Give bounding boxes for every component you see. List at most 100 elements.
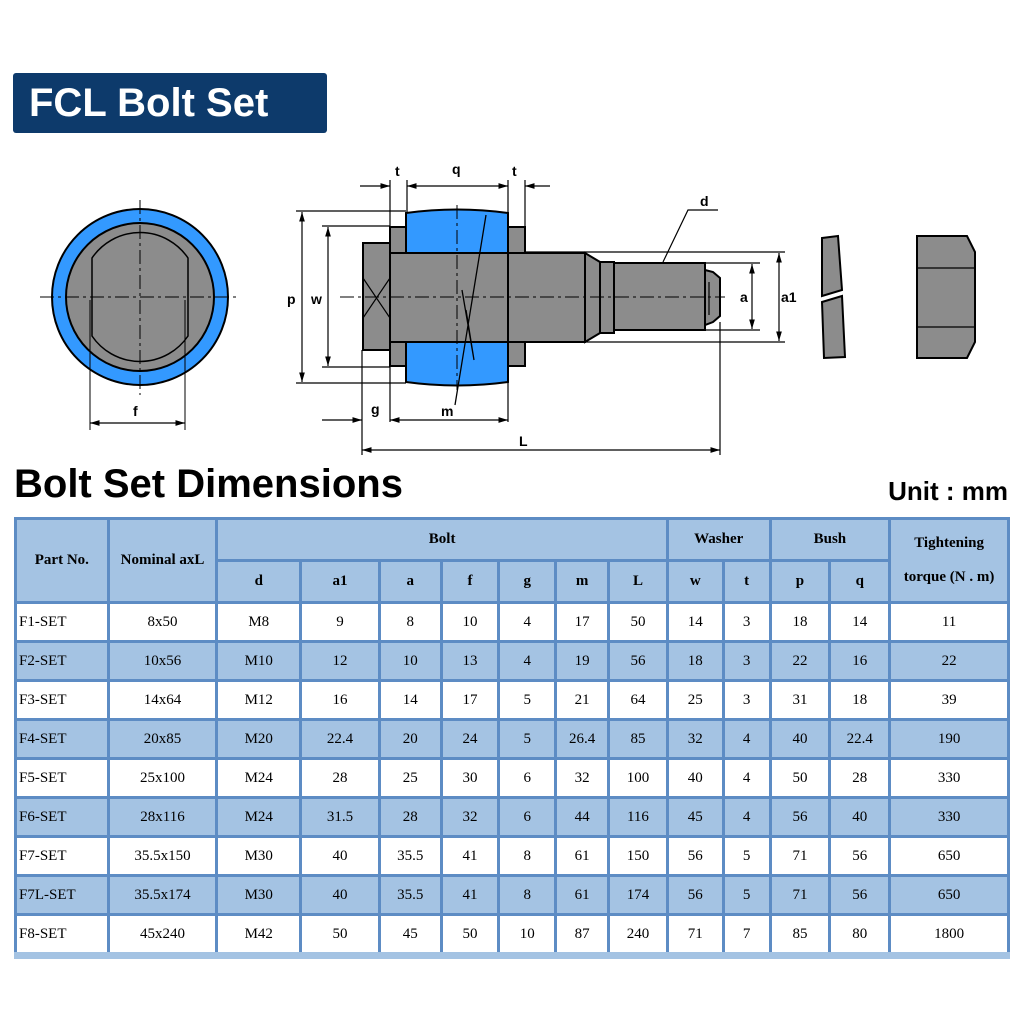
table-cell: 4: [497, 640, 558, 682]
table-cell: 190: [888, 718, 1010, 760]
subheader-g: g: [497, 559, 558, 604]
table-cell: 4: [721, 757, 772, 799]
table-cell: 17: [439, 679, 501, 721]
table-cell: 6: [497, 796, 558, 838]
table-cell: 56: [665, 874, 725, 916]
header-part-no: Part No.: [14, 517, 110, 604]
table-cell: 1800: [888, 913, 1010, 957]
label-p: p: [287, 291, 296, 307]
table-cell: 25: [377, 757, 443, 799]
dimensions-table: Part No. Nominal axL Bolt Washer Bush Ti…: [14, 517, 1010, 959]
table-cell: 28: [377, 796, 443, 838]
table-cell: 32: [665, 718, 725, 760]
part-number-cell: F4-SET: [14, 718, 110, 760]
subheader-t: t: [721, 559, 772, 604]
table-cell: 56: [828, 874, 892, 916]
table-cell: 8: [377, 601, 443, 643]
table-cell: 87: [554, 913, 611, 957]
table-cell: 18: [828, 679, 892, 721]
header-washer: Washer: [665, 517, 772, 562]
table-cell: 22: [888, 640, 1010, 682]
header-bush: Bush: [768, 517, 892, 562]
table-cell: 17: [554, 601, 611, 643]
table-cell: 35.5: [377, 874, 443, 916]
subheader-q: q: [828, 559, 892, 604]
table-cell: M42: [215, 913, 303, 957]
table-cell: 10x56: [106, 640, 219, 682]
table-cell: 8x50: [106, 601, 219, 643]
table-cell: 3: [721, 601, 772, 643]
spring-washer-view: [820, 234, 847, 360]
table-cell: 14: [377, 679, 443, 721]
header-nominal: Nominal axL: [106, 517, 219, 604]
table-cell: 32: [439, 796, 501, 838]
table-cell: 21: [554, 679, 611, 721]
table-cell: 71: [768, 835, 832, 877]
table-cell: 14: [828, 601, 892, 643]
table-cell: 50: [439, 913, 501, 957]
table-cell: 18: [665, 640, 725, 682]
table-cell: 3: [721, 679, 772, 721]
table-cell: 150: [607, 835, 669, 877]
table-cell: 30: [439, 757, 501, 799]
table-cell: 26.4: [554, 718, 611, 760]
subheader-a: a: [377, 559, 443, 604]
part-number-cell: F8-SET: [14, 913, 110, 957]
table-cell: 35.5: [377, 835, 443, 877]
subheader-m: m: [554, 559, 611, 604]
table-cell: 28: [299, 757, 381, 799]
table-cell: 240: [607, 913, 669, 957]
part-number-cell: F5-SET: [14, 757, 110, 799]
table-cell: 45: [377, 913, 443, 957]
table-cell: 50: [607, 601, 669, 643]
table-cell: 9: [299, 601, 381, 643]
subheader-f: f: [439, 559, 501, 604]
end-view: [40, 200, 240, 430]
table-cell: M24: [215, 796, 303, 838]
label-a: a: [740, 289, 748, 305]
header-torque-line2: torque (N . m): [903, 569, 995, 585]
table-cell: 20: [377, 718, 443, 760]
table-cell: M30: [215, 874, 303, 916]
table-cell: 4: [721, 718, 772, 760]
label-t-left: t: [395, 163, 400, 179]
table-cell: 45: [665, 796, 725, 838]
table-cell: 650: [888, 835, 1010, 877]
table-cell: 85: [607, 718, 669, 760]
table-cell: 32: [554, 757, 611, 799]
table-cell: 3: [721, 640, 772, 682]
table-cell: 8: [497, 874, 558, 916]
table-cell: 50: [299, 913, 381, 957]
header-torque-line1: Tightening: [914, 535, 984, 551]
dimension-lines: [296, 180, 785, 455]
table-cell: 25x100: [106, 757, 219, 799]
label-q: q: [452, 161, 461, 177]
table-cell: 64: [607, 679, 669, 721]
label-a1: a1: [781, 289, 797, 305]
table-cell: M24: [215, 757, 303, 799]
table-cell: 14x64: [106, 679, 219, 721]
table-cell: 174: [607, 874, 669, 916]
table-cell: 7: [721, 913, 772, 957]
table-cell: 40: [768, 718, 832, 760]
table-cell: 56: [665, 835, 725, 877]
table-cell: 16: [828, 640, 892, 682]
label-w: w: [310, 291, 322, 307]
table-cell: 22.4: [828, 718, 892, 760]
table-cell: 28: [828, 757, 892, 799]
table-cell: 5: [721, 874, 772, 916]
subheader-L: L: [607, 559, 669, 604]
header-torque: Tightening torque (N . m): [888, 517, 1010, 604]
table-cell: 24: [439, 718, 501, 760]
table-cell: 71: [665, 913, 725, 957]
table-cell: M10: [215, 640, 303, 682]
subheader-d: d: [215, 559, 303, 604]
table-cell: 4: [721, 796, 772, 838]
